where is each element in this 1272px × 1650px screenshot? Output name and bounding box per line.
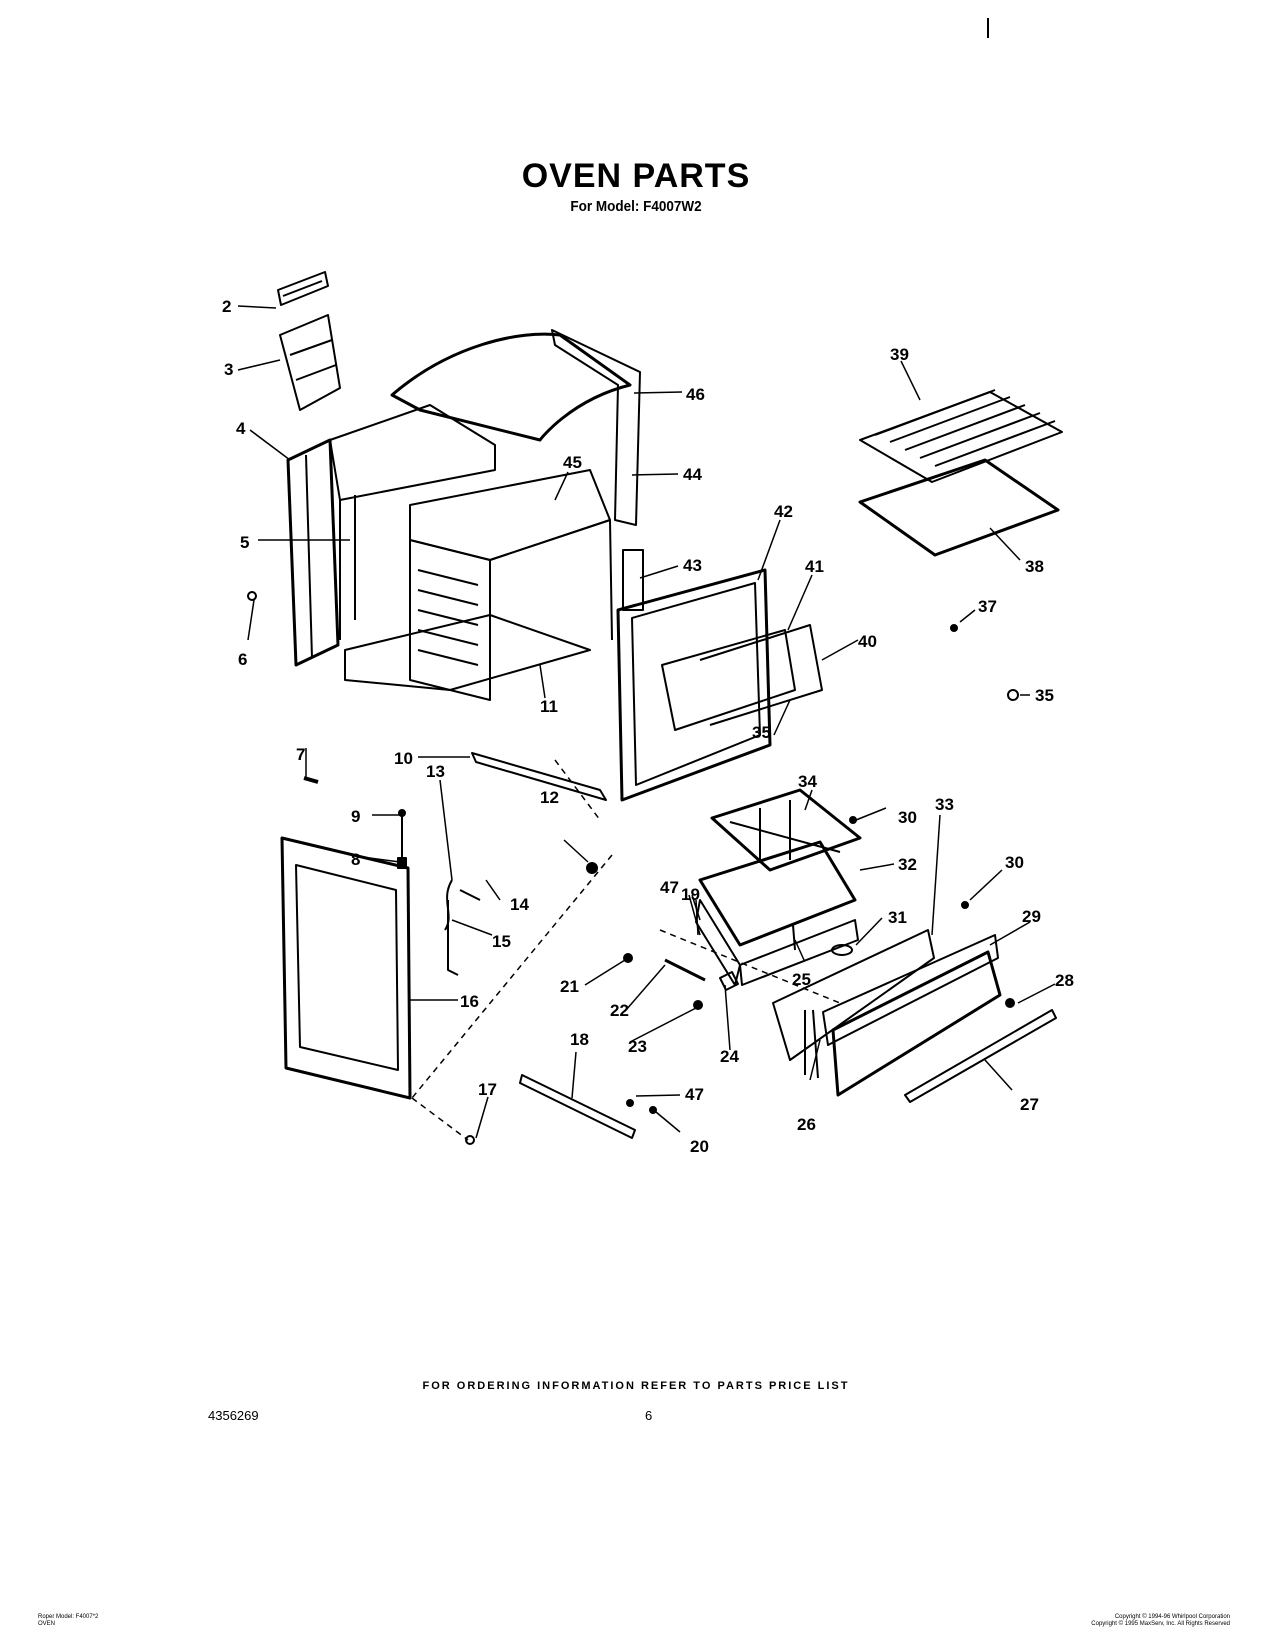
callout-label: 35 [752,723,771,742]
callout-label: 44 [683,465,702,484]
callout-label: 31 [888,908,907,927]
callout-label: 43 [683,556,702,575]
callout-label: 33 [935,795,954,814]
callout-label: 11 [540,697,558,716]
footer-model-line: Roper Model: F4007*2 [38,1614,99,1620]
ordering-note: FOR ORDERING INFORMATION REFER TO PARTS … [422,1380,850,1392]
callout-label: 13 [426,762,445,781]
part-oven-liner [329,329,641,701]
callout-label: 34 [798,772,817,791]
callout-label: 15 [492,932,511,951]
part-drawer-slide [519,1074,636,1139]
callout-label: 14 [510,895,529,914]
callout-label: 29 [1022,907,1041,926]
part-bake-element [699,624,823,726]
callout-labels: 2 3 4 5 6 7 8 9 10 11 12 13 14 15 16 17 … [222,297,1074,1156]
callout-label: 38 [1025,557,1044,576]
part-screw-12 [586,862,598,874]
part-oven-rack [859,389,1063,483]
callout-label: 2 [222,297,231,316]
callout-label: 25 [792,970,811,989]
callout-label: 37 [978,597,997,616]
callout-label: 9 [351,807,360,826]
callout-label: 35 [1035,686,1054,705]
callout-label: 22 [610,1001,629,1020]
copyright-line-1: Copyright © 1994-96 Whirlpool Corporatio… [1114,1614,1230,1620]
callout-label: 28 [1055,971,1074,990]
callout-label: 41 [805,557,824,576]
part-drawer-front [772,929,1002,1097]
part-broiler-drawer [695,840,859,986]
callout-label: 21 [560,977,579,996]
part-oven-door [280,836,412,1100]
callout-label: 10 [394,749,413,768]
callout-label: 8 [351,850,360,869]
model-subtitle: For Model: F4007W2 [570,198,702,215]
callout-label: 47 [660,878,679,897]
callout-label: 16 [460,992,479,1011]
callout-label: 20 [690,1137,709,1156]
part-drawer-trim [904,1009,1057,1103]
part-bracket-43 [622,549,644,611]
callout-label: 27 [1020,1095,1039,1114]
callout-label: 30 [1005,853,1024,872]
callout-label: 24 [720,1047,739,1066]
part-vent-trim [277,271,329,306]
page-title: OVEN PARTS [521,157,751,195]
callout-label: 23 [628,1037,647,1056]
callout-label: 45 [563,453,582,472]
part-front-trim [471,752,607,801]
copyright-line-2: Copyright © 1995 MaxServ, Inc. All Right… [1091,1621,1230,1627]
callout-label: 42 [774,502,793,521]
footer-section-line: OVEN [38,1621,56,1627]
callout-label: 7 [296,745,305,764]
callout-label: 4 [236,419,246,438]
part-broil-pan-38 [858,458,1060,557]
callout-label: 17 [478,1080,497,1099]
callout-label: 26 [797,1115,816,1134]
part-gasket [661,629,796,731]
callout-label: 40 [858,632,877,651]
part-number: 4356269 [208,1408,259,1423]
callout-label: 12 [540,788,559,807]
part-broiler-pan-34 [710,788,862,872]
footer-left: Roper Model: F4007*2 OVEN [38,1614,98,1628]
part-screw-6 [247,591,257,601]
callout-label: 32 [898,855,917,874]
callout-label: 47 [685,1085,704,1104]
footer-copyright: Copyright © 1994-96 Whirlpool Corporatio… [1091,1614,1230,1628]
callout-label: 6 [238,650,247,669]
callout-label: 30 [898,808,917,827]
callout-label: 46 [686,385,705,404]
part-side-panel [286,438,340,667]
page-number: 6 [645,1408,653,1423]
callout-label: 18 [570,1030,589,1049]
part-vent-duct [279,314,341,411]
part-front-frame [616,568,772,802]
callout-label: 5 [240,533,249,552]
callout-label: 39 [890,345,909,364]
callout-label: 19 [681,885,700,904]
callout-label: 3 [224,360,233,379]
